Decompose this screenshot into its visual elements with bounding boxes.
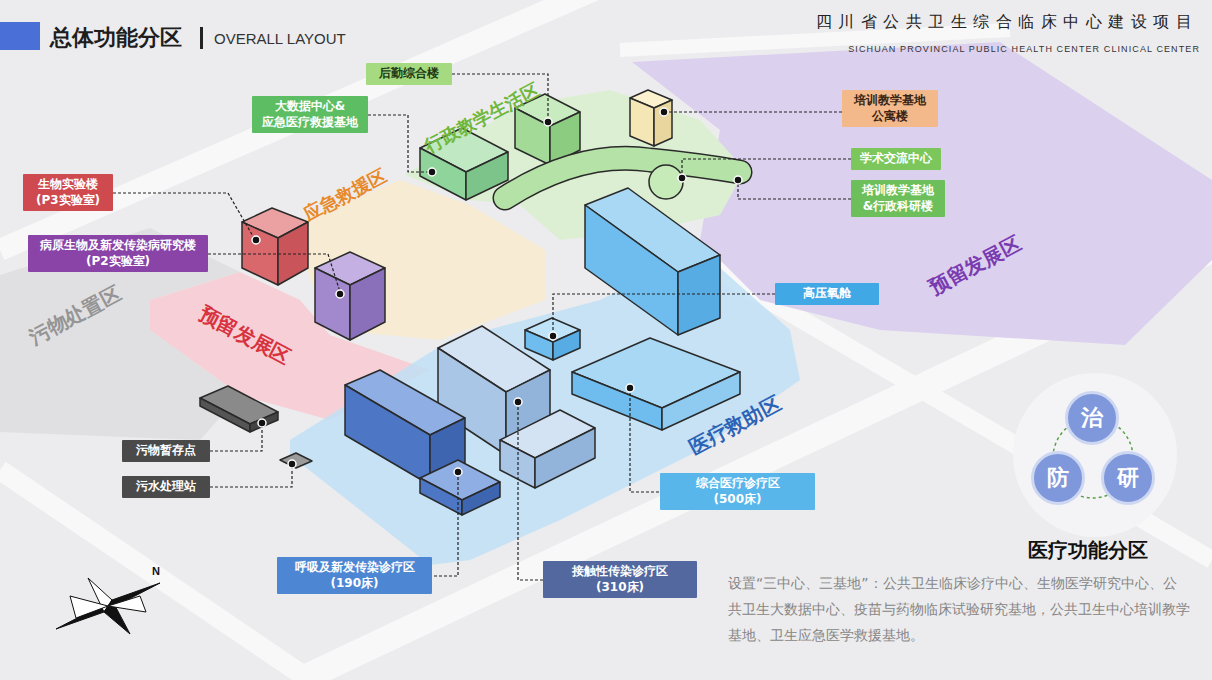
leader-line bbox=[664, 111, 842, 112]
callout-text: 污物暂存点 bbox=[136, 443, 196, 459]
callout-box: 污水处理站 bbox=[122, 476, 210, 498]
circle-badge: 防 bbox=[1031, 451, 1085, 505]
callout-box: 后勤综合楼 bbox=[366, 63, 452, 85]
badge-ring bbox=[1013, 373, 1177, 537]
description-text: 设置“三中心、三基地”：公共卫生临床诊疗中心、生物医学研究中心、公共卫生大数据中… bbox=[728, 570, 1190, 648]
leader-dot bbox=[288, 460, 296, 468]
leader-dot bbox=[454, 468, 462, 476]
zone-areas bbox=[290, 250, 800, 565]
project-title: 四川省公共卫生综合临床中心建设项目 bbox=[816, 12, 1199, 33]
page-title: 总体功能分区 bbox=[50, 23, 182, 53]
building bbox=[585, 205, 678, 335]
leader-line bbox=[210, 464, 292, 487]
circle-badge: 治 bbox=[1065, 391, 1119, 445]
leader-dot bbox=[252, 236, 260, 244]
roads bbox=[0, 470, 310, 680]
building bbox=[654, 100, 672, 146]
section-heading: 医疗功能分区 bbox=[1028, 537, 1148, 564]
leader-line bbox=[113, 74, 851, 580]
building bbox=[462, 482, 500, 515]
callout-text: 综合医疗诊疗区 (500床) bbox=[696, 476, 780, 507]
building bbox=[250, 412, 278, 432]
building bbox=[649, 165, 683, 199]
badge-ring bbox=[1013, 373, 1177, 537]
building bbox=[630, 98, 654, 146]
callout-box: 大数据中心& 应急医疗救援基地 bbox=[252, 96, 368, 133]
callout-text: 病原生物及新发传染病研究楼 (P2实验室) bbox=[40, 238, 196, 269]
callout-text: 接触性传染诊疗区 (310床) bbox=[572, 564, 668, 595]
leader-dot bbox=[660, 108, 668, 116]
callout-box: 呼吸及新发传染诊疗区 (190床) bbox=[277, 557, 432, 594]
callout-text: 呼吸及新发传染诊疗区 (190床) bbox=[295, 560, 415, 591]
building bbox=[200, 90, 740, 515]
callout-box: 培训教学基地 &行政科研楼 bbox=[851, 180, 945, 217]
callout-text: 培训教学基地 公寓楼 bbox=[854, 93, 926, 124]
callout-text: 后勤综合楼 bbox=[379, 66, 439, 82]
callout-box: 综合医疗诊疗区 (500床) bbox=[660, 473, 815, 510]
callout-box: 生物实验楼 (P3实验室) bbox=[23, 174, 113, 211]
zone-areas bbox=[0, 42, 1212, 565]
leader-dot bbox=[252, 108, 742, 476]
leader-dot bbox=[626, 384, 634, 392]
header-bar bbox=[200, 27, 203, 49]
leader-dot bbox=[514, 398, 522, 406]
leader-line bbox=[368, 115, 430, 172]
leader-line bbox=[630, 388, 660, 492]
compass-rose bbox=[108, 596, 146, 612]
compass-rose bbox=[70, 596, 108, 618]
callout-text: 污水处理站 bbox=[136, 479, 196, 495]
callout-box: 学术交流中心 bbox=[851, 148, 941, 170]
leader-dot bbox=[258, 419, 266, 427]
leader-line bbox=[553, 294, 775, 334]
leader-dot bbox=[336, 290, 344, 298]
callout-text: 培训教学基地 &行政科研楼 bbox=[862, 183, 934, 214]
leader-dot bbox=[428, 168, 436, 176]
building bbox=[280, 453, 312, 468]
badge-text: 防 bbox=[1047, 463, 1069, 493]
leader-line bbox=[432, 472, 458, 576]
leader-dot bbox=[678, 174, 686, 182]
callout-text: 学术交流中心 bbox=[860, 151, 932, 167]
callout-text: 生物实验楼 (P3实验室) bbox=[36, 177, 100, 208]
callout-box: 高压氧舱 bbox=[775, 283, 879, 305]
project-subtitle: SICHUAN PROVINCIAL PUBLIC HEALTH CENTER … bbox=[848, 44, 1200, 54]
leader-line bbox=[738, 180, 851, 199]
leader-dot bbox=[549, 332, 557, 340]
leader-line bbox=[518, 402, 543, 580]
leader-dot bbox=[734, 176, 742, 184]
building bbox=[345, 385, 430, 485]
callout-box: 病原生物及新发传染病研究楼 (P2实验室) bbox=[28, 235, 208, 272]
building bbox=[420, 478, 462, 515]
building bbox=[535, 428, 595, 488]
leader-line bbox=[208, 254, 340, 292]
building bbox=[572, 372, 662, 430]
callout-box: 污物暂存点 bbox=[122, 440, 210, 462]
leader-line bbox=[210, 423, 262, 451]
callout-text: 大数据中心& 应急医疗救援基地 bbox=[262, 99, 358, 130]
circle-badge: 研 bbox=[1101, 451, 1155, 505]
leader-dot bbox=[544, 118, 552, 126]
building bbox=[200, 398, 250, 432]
callout-box: 培训教学基地 公寓楼 bbox=[842, 90, 938, 127]
building bbox=[420, 148, 466, 200]
north-mark: N bbox=[152, 565, 160, 577]
header-bar bbox=[0, 22, 40, 50]
badge-text: 研 bbox=[1117, 463, 1139, 493]
callout-box: 接触性传染诊疗区 (310床) bbox=[543, 561, 697, 598]
leader-line bbox=[113, 193, 254, 238]
building bbox=[315, 268, 350, 340]
building bbox=[350, 268, 385, 340]
building bbox=[678, 255, 720, 335]
badge-text: 治 bbox=[1081, 403, 1103, 433]
building bbox=[515, 108, 550, 165]
compass-rose bbox=[56, 578, 160, 634]
callout-text: 高压氧舱 bbox=[803, 286, 851, 302]
leader-line bbox=[682, 159, 851, 176]
subtitle-text: OVERALL LAYOUT bbox=[214, 30, 346, 47]
